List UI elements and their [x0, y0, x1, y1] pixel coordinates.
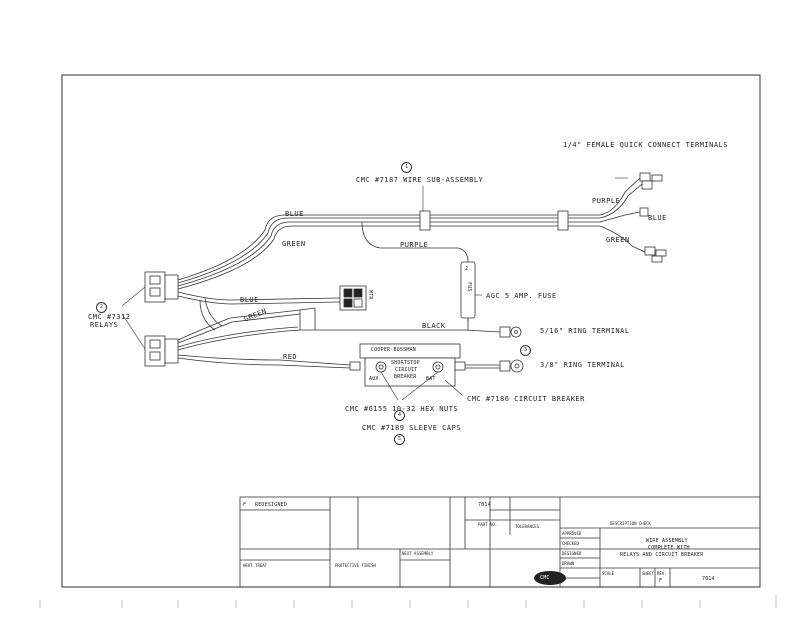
tb-scale: SCALE — [602, 571, 615, 576]
wire-label-blue-mid: BLUE — [240, 296, 259, 304]
tb-drawn: DRAWN — [562, 561, 575, 566]
quick-connect-terminals — [639, 172, 667, 263]
ring-terminal-516 — [499, 326, 522, 338]
tb-protective-finish: PROTECTIVE FINISH — [335, 563, 376, 568]
tb-tolerances: TOLERANCES — [515, 524, 540, 529]
wire-label-green-left: GREEN — [282, 240, 306, 248]
tb-next-assembly: NEXT ASSEMBLY — [402, 551, 434, 556]
label-wire-subassembly: CMC #7187 WIRE SUB-ASSEMBLY — [356, 176, 484, 184]
registration-ticks — [39, 595, 777, 608]
tb-title-line-2: COMPLETE WITH — [648, 545, 690, 551]
tb-drawing-number-bottom: 7014 — [702, 576, 715, 582]
breaker-line-3: BREAKER — [394, 374, 417, 380]
breaker-line-2: CIRCUIT — [395, 367, 418, 373]
callout-5: 5 — [394, 434, 405, 445]
circuit-breaker — [349, 343, 466, 387]
wire-purple-right — [599, 177, 641, 216]
wire-blue-top — [177, 214, 420, 281]
wire-green-left — [177, 225, 420, 290]
callout-4: 4 — [394, 410, 405, 421]
tb-title-line-1: WIRE ASSEMBLY — [646, 538, 688, 544]
label-fuse: AGC 5 AMP. FUSE — [486, 292, 557, 300]
sleeve-right — [557, 210, 569, 231]
tb-sheet: SHEET — [642, 571, 655, 576]
wire-green-right — [599, 225, 646, 253]
ring-terminal-38 — [499, 359, 524, 373]
label-hex-nuts: CMC #6155 10-32 HEX NUTS — [345, 405, 459, 413]
wire-blue-right — [599, 211, 641, 223]
label-ring-38: 3/8" RING TERMINAL — [540, 361, 625, 369]
tb-designed: DESIGNED — [562, 551, 582, 556]
fuse-number: 2 — [465, 266, 469, 272]
label-relays-2: RELAYS — [90, 321, 119, 329]
tb-heat-treat: HEAT TREAT — [243, 563, 268, 568]
wire-bundle — [177, 177, 656, 369]
callout-2: 2 — [96, 302, 107, 313]
relay-top — [144, 271, 179, 303]
tb-description-header: DESCRIPTION CHECK — [610, 521, 651, 526]
wire-label-purple: PURPLE — [400, 241, 429, 249]
tb-logo: CMC — [540, 575, 550, 581]
tb-revision-text: REDESIGNED — [255, 502, 288, 508]
wire-label-red: RED — [283, 353, 298, 361]
label-relays-1: CMC #7312 — [88, 313, 131, 321]
tb-part-no: PART NO. — [478, 522, 498, 527]
label-circuit-breaker: CMC #7186 CIRCUIT BREAKER — [467, 395, 585, 403]
callout-3: 3 — [520, 345, 531, 356]
wire-blue-mid — [177, 291, 341, 301]
label-ring-516: 5/16" RING TERMINAL — [540, 327, 630, 335]
wire-label-purple-right: PURPLE — [592, 197, 621, 205]
title-block — [239, 496, 761, 588]
breaker-line-1: SHORTSTOP — [391, 360, 420, 366]
breaker-brand: COOPER-BUSSMAN — [371, 347, 416, 353]
relay-bottom — [144, 335, 179, 367]
fuse-holder — [460, 261, 476, 322]
tb-rev: REV. — [657, 571, 667, 576]
cmc-logo-shape — [534, 571, 566, 585]
sheet-border — [61, 74, 761, 588]
breaker-aux: AUX — [369, 376, 379, 382]
tb-title-line-3: RELAYS AND CIRCUIT BREAKER — [620, 552, 704, 558]
wire-label-blue-top: BLUE — [285, 210, 304, 218]
tb-drawing-number: 7014 — [478, 502, 491, 508]
wire-label-blue-right: BLUE — [648, 214, 667, 222]
breaker-bat: BAT — [426, 376, 436, 382]
label-mtr: MTR — [367, 290, 373, 300]
fuse-text: FUS — [466, 282, 472, 292]
label-female-terminals: 1/4" FEMALE QUICK CONNECT TERMINALS — [563, 141, 729, 149]
wire-green-mid — [177, 313, 301, 344]
motor-connector — [339, 285, 367, 311]
wire-purple — [361, 221, 469, 263]
label-sleeve-caps: CMC #7189 SLEEVE CAPS — [362, 424, 462, 432]
tb-checked: CHECKED — [562, 541, 579, 546]
wire-label-green-right: GREEN — [606, 236, 630, 244]
callout-1: 1 — [401, 162, 412, 173]
wire-red — [177, 354, 351, 366]
wire-label-black: BLACK — [422, 322, 446, 330]
tb-approved: APPROVED — [562, 531, 582, 536]
tb-revision-letter: F — [243, 502, 247, 508]
wire-black — [177, 329, 501, 351]
sleeve-upper — [419, 210, 431, 231]
tb-rev-value: F — [659, 578, 663, 584]
